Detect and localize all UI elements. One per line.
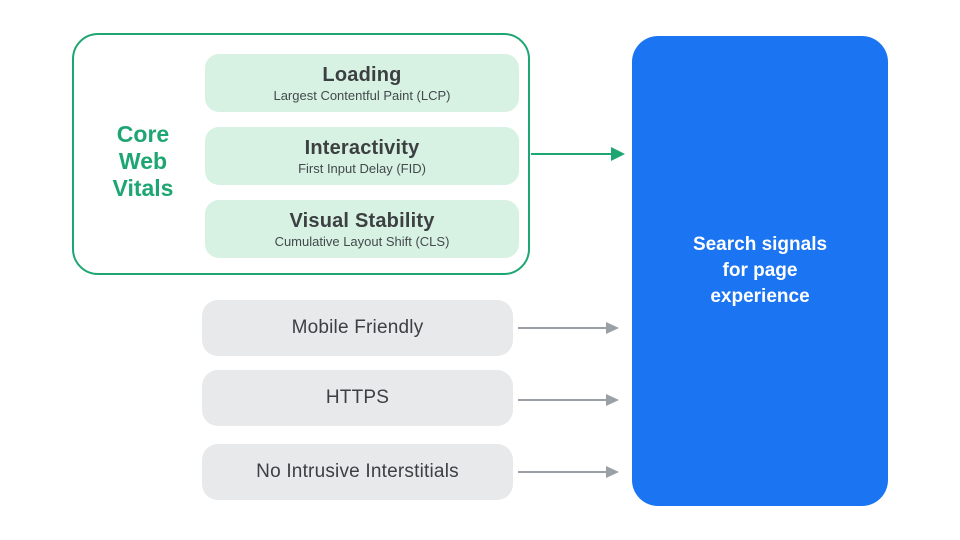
signal-card-mobile-friendly: Mobile Friendly [202,300,513,356]
core-web-vitals-group: Core Web Vitals Loading Largest Contentf… [72,33,530,275]
vital-subtitle-fid: First Input Delay (FID) [298,160,426,176]
signal-label-no-intrusive-interstitials: No Intrusive Interstitials [256,461,459,482]
core-web-vitals-label: Core Web Vitals [112,121,174,201]
vital-title-visual-stability: Visual Stability [289,209,435,232]
arrow-core-web-vitals [531,153,611,155]
arrow-no-intrusive-interstitials [518,471,606,473]
vital-subtitle-lcp: Largest Contentful Paint (LCP) [273,87,451,103]
vital-card-loading: Loading Largest Contentful Paint (LCP) [205,54,519,112]
signal-label-https: HTTPS [325,387,390,408]
search-signals-panel: Search signals for page experience [632,36,888,506]
signal-label-mobile-friendly: Mobile Friendly [291,317,424,338]
search-signals-label: Search signals for page experience [692,234,828,307]
vital-title-loading: Loading [322,63,402,86]
arrow-mobile-friendly [518,327,606,329]
signal-card-no-intrusive-interstitials: No Intrusive Interstitials [202,444,513,500]
arrow-https [518,399,606,401]
vital-card-interactivity: Interactivity First Input Delay (FID) [205,127,519,185]
signal-card-https: HTTPS [202,370,513,426]
vital-title-interactivity: Interactivity [304,136,420,159]
vital-card-visual-stability: Visual Stability Cumulative Layout Shift… [205,200,519,258]
vital-subtitle-cls: Cumulative Layout Shift (CLS) [274,233,450,249]
